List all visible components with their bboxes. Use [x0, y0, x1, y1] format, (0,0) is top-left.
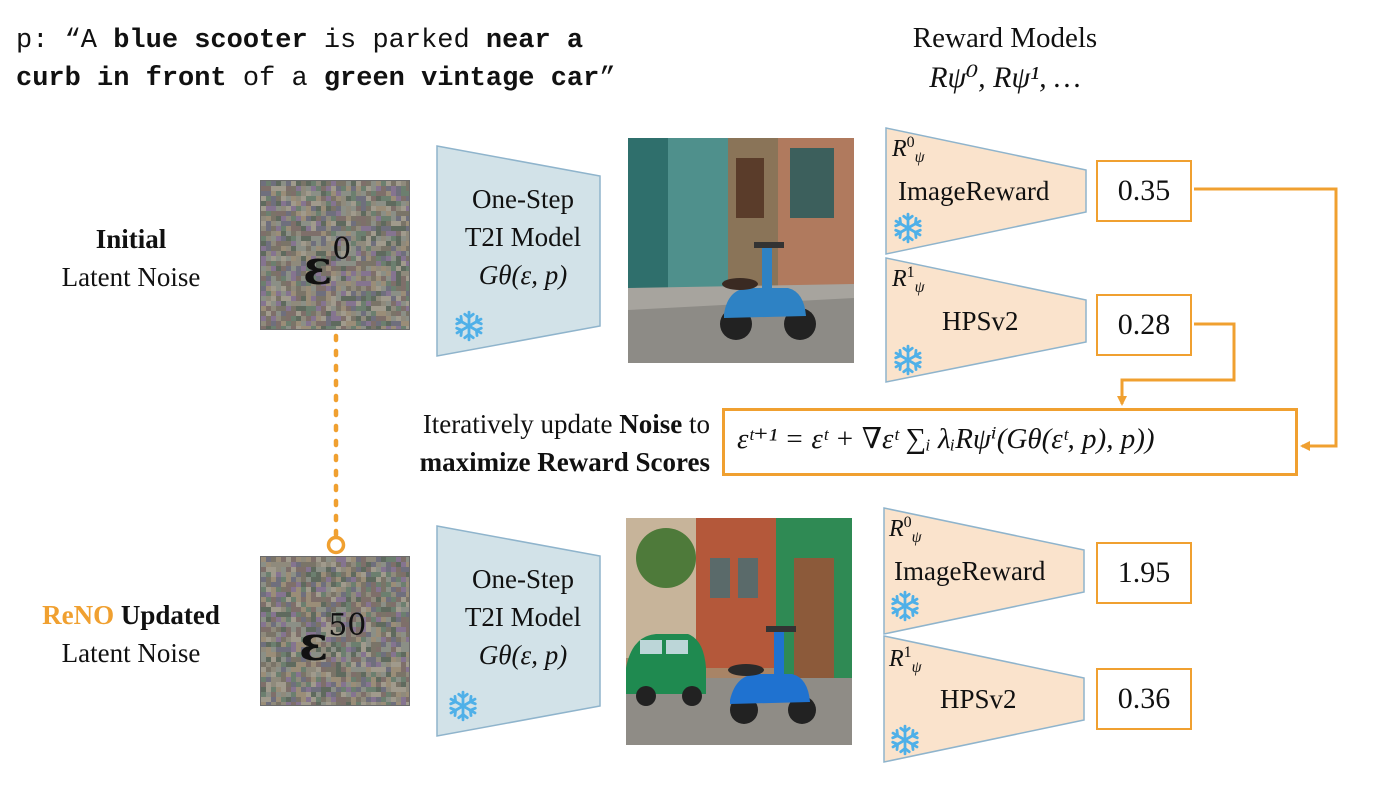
- reward-symbol-1: R0ψ: [892, 134, 925, 167]
- update-text-start: Iteratively update: [422, 409, 613, 439]
- reward-models-title: Reward Models: [912, 22, 1098, 54]
- noise-symbol: ε50: [299, 611, 366, 669]
- update-equation: εᵗ⁺¹ = εᵗ + ∇εᵗ ∑ᵢ λᵢRψⁱ(Gθ(εᵗ, p), p)): [737, 423, 1155, 455]
- model-line-1: One-Step: [472, 184, 574, 214]
- prompt-object-1: blue scooter: [113, 26, 308, 56]
- arrow-icon: [1194, 187, 1338, 451]
- reward-score-hpsv2-1: 0.28: [1096, 294, 1192, 356]
- prompt-prefix: p: “A: [16, 26, 98, 56]
- noise-symbol: ε0: [303, 235, 351, 293]
- noise-initial: ε0: [260, 180, 410, 330]
- scooter-blue: [720, 242, 816, 340]
- prompt-middle: is parked: [323, 26, 470, 56]
- generated-image-initial: [628, 138, 854, 363]
- reward-score-imagereward-1: 0.35: [1096, 160, 1192, 222]
- model-line-1: One-Step: [472, 564, 574, 594]
- reward-block-imagereward-1: [885, 127, 1087, 255]
- text-prompt: p: “A blue scooter is parked near a curb…: [16, 22, 616, 98]
- reward-name-hpsv2-1: HPSv2: [942, 306, 1019, 336]
- update-description: Iteratively update Noise to maximize Rew…: [366, 405, 710, 481]
- reward-symbol-3: R0ψ: [889, 514, 922, 547]
- reward-block-imagereward-2: [883, 507, 1085, 635]
- reward-sub: ψ: [911, 528, 922, 546]
- reward-name-imagereward-1: ImageReward: [898, 176, 1050, 206]
- model-block-2: [436, 525, 601, 737]
- reward-sup: 0: [906, 134, 915, 151]
- reward-letter: R: [889, 646, 904, 672]
- reward-name-hpsv2-2: HPSv2: [940, 684, 1017, 714]
- row-label-bold: Initial: [95, 224, 167, 254]
- row-label-updated: ReNO Updated Latent Noise: [20, 596, 242, 672]
- reward-sub: ψ: [911, 658, 922, 676]
- reward-symbol-4: R1ψ: [889, 644, 922, 677]
- noise-step: 0: [332, 232, 352, 267]
- generated-image-updated: [626, 518, 852, 745]
- reward-score-hpsv2-2: 0.36: [1096, 668, 1192, 730]
- update-text-to: to: [688, 409, 710, 439]
- prompt-object-2: green vintage car: [323, 64, 600, 94]
- reward-symbol-2: R1ψ: [892, 264, 925, 297]
- reward-models-formula: Rψ⁰, Rψ¹, …: [929, 61, 1081, 94]
- reward-sub: ψ: [914, 148, 925, 166]
- model-line-2: T2I Model: [464, 602, 582, 632]
- vintage-car-green: [626, 634, 706, 706]
- row-label-rest: Latent Noise: [61, 262, 201, 292]
- model-label-1: One-Step T2I Model Gθ(ε, p): [437, 180, 609, 294]
- row-label-accent: ReNO: [42, 600, 115, 630]
- reward-models-header: Reward Models Rψ⁰, Rψ¹, …: [880, 18, 1130, 98]
- noise-step: 50: [328, 608, 367, 643]
- noise-updated: ε50: [260, 556, 410, 706]
- noise-epsilon: ε: [303, 240, 333, 296]
- row-label-rest: Latent Noise: [61, 638, 201, 668]
- reward-letter: R: [892, 136, 907, 162]
- reward-letter: R: [892, 266, 907, 292]
- model-formula: Gθ(ε, p): [478, 640, 568, 670]
- arrow-icon: [1117, 322, 1236, 406]
- reward-sup: 1: [906, 264, 915, 281]
- reward-sub: ψ: [914, 278, 925, 296]
- scooter-blue: [728, 626, 816, 724]
- reward-name-imagereward-2: ImageReward: [894, 556, 1046, 586]
- update-equation-box: εᵗ⁺¹ = εᵗ + ∇εᵗ ∑ᵢ λᵢRψⁱ(Gθ(εᵗ, p), p)): [722, 408, 1298, 476]
- reward-sup: 0: [903, 514, 912, 531]
- update-text-noise: Noise: [619, 409, 683, 439]
- model-block-1: [436, 145, 601, 357]
- reward-block-hpsv2-2: [883, 635, 1085, 763]
- reward-letter: R: [889, 516, 904, 542]
- reward-sup: 1: [903, 644, 912, 661]
- row-label-bold: Updated: [120, 600, 220, 630]
- reward-block-hpsv2-1: [885, 257, 1087, 383]
- model-formula: Gθ(ε, p): [478, 260, 568, 290]
- prompt-suffix: ”: [599, 64, 616, 94]
- model-label-2: One-Step T2I Model Gθ(ε, p): [437, 560, 609, 674]
- iteration-endpoint: [326, 535, 346, 555]
- prompt-location: curb in front: [16, 64, 227, 94]
- noise-epsilon: ε: [299, 616, 329, 672]
- reward-score-imagereward-2: 1.95: [1096, 542, 1192, 604]
- prompt-connector: of a: [242, 64, 308, 94]
- model-line-2: T2I Model: [464, 222, 582, 252]
- prompt-relation: near a: [485, 26, 584, 56]
- update-text-maximize: maximize Reward Scores: [419, 447, 710, 477]
- row-label-initial: Initial Latent Noise: [20, 220, 242, 296]
